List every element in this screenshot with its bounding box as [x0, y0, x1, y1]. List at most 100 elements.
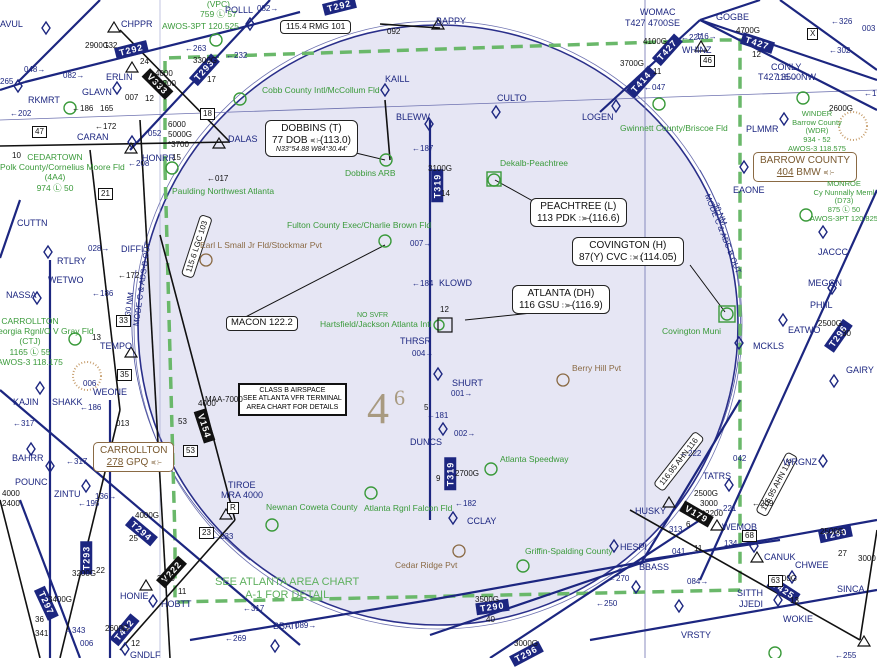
fix-label[interactable]: GAIRY	[846, 365, 874, 375]
fix-label[interactable]: MCKLS	[753, 341, 785, 351]
fix-label[interactable]: JJEDI	[739, 599, 764, 609]
fix-label[interactable]: DALAS	[228, 134, 258, 144]
airport-hartsfield[interactable]: Hartsfield/Jackson Atlanta Intl	[320, 319, 432, 329]
airport-covington-muni[interactable]: Covington Muni	[662, 326, 722, 336]
fix-label[interactable]: KAILL	[385, 74, 410, 84]
fix-label[interactable]: SHAKK	[52, 397, 83, 407]
fix-label[interactable]: SHURT	[452, 378, 483, 388]
fix-label[interactable]: EAONE	[733, 185, 765, 195]
ndb-box-barrow-county[interactable]: BARROW COUNTY 404 BMW ≡∷−	[753, 152, 857, 182]
airport-winder[interactable]: WINDER Barrow County (WDR) 934 - 52 AWOS…	[788, 109, 846, 153]
fix-label[interactable]: CHPPR	[121, 19, 153, 29]
fix-label[interactable]: KLOWD	[439, 278, 473, 288]
fix-label[interactable]: GOGBE	[716, 12, 750, 22]
altitude-label: 13	[790, 596, 799, 605]
fix-label[interactable]: CUTTN	[17, 218, 48, 228]
fix-label[interactable]: WHINZ	[682, 45, 712, 55]
fix-label[interactable]: JACCC	[818, 247, 849, 257]
airport-speedway[interactable]: Atlanta Speedway	[500, 454, 569, 464]
navaid-box-rmg[interactable]: 115.4 RMG 101	[280, 20, 352, 34]
fix-label[interactable]: HONRR	[142, 153, 175, 163]
airport-carrollton[interactable]: CARROLLTON West Georgia Rgnl/O V Gray Fl…	[0, 316, 94, 367]
fix-label[interactable]: CULTO	[497, 93, 527, 103]
altitude-label: 2600G	[829, 104, 854, 113]
fix-label[interactable]: TIROE	[228, 480, 256, 490]
fix-label[interactable]: MRA 4000	[221, 490, 264, 500]
fix-label[interactable]: WEMOB	[722, 522, 757, 532]
fix-label[interactable]: EATWO	[788, 325, 821, 335]
fix-label[interactable]: T427 4700SE	[625, 18, 681, 28]
airport-dekalb-peachtree[interactable]: Dekalb-Peachtree	[500, 158, 569, 168]
airport-monroe[interactable]: MONROE Cy Nunnally Meml (D73) 875 Ⓛ 50 A…	[810, 179, 877, 223]
fix-label[interactable]: VRSTY	[681, 630, 712, 640]
airport-newnan[interactable]: Newnan Coweta County	[266, 502, 358, 512]
fix-label[interactable]: HESPI	[620, 542, 648, 552]
fix-label[interactable]: WEONE	[93, 387, 128, 397]
fix-label[interactable]: GNDLF	[130, 650, 161, 660]
fix-label[interactable]: SINCA	[837, 584, 865, 594]
fix-label[interactable]: POLLL	[225, 5, 254, 15]
airport-vpc[interactable]: (VPC) 759 Ⓛ 57	[200, 0, 237, 20]
fix-label[interactable]: LOGEN	[582, 112, 614, 122]
fix-label[interactable]: WOKIE	[783, 614, 814, 624]
airport-private-berry-hill[interactable]: Berry Hill Pvt	[572, 363, 622, 373]
course-label: 313	[669, 525, 683, 534]
fix-label[interactable]: BAPPY	[436, 16, 467, 26]
fix-label[interactable]: BLEWW	[396, 112, 431, 122]
fix-label[interactable]: HUSKY	[635, 506, 667, 516]
fix-label[interactable]: PHIIL	[810, 300, 833, 310]
fix-label[interactable]: CANUK	[764, 552, 796, 562]
fix-label[interactable]: RTLRY	[57, 256, 87, 266]
fix-label[interactable]: CONLY	[771, 62, 802, 72]
airport-private-cedar-ridge[interactable]: Cedar Ridge Pvt	[395, 560, 458, 570]
fix-label[interactable]: THRSR	[400, 336, 431, 346]
fix-label[interactable]: WETWO	[48, 275, 84, 285]
airport-private-earl-small[interactable]: Earl L Small Jr Fld/Stockmar Pvt	[200, 240, 323, 250]
navaid-box-peachtree[interactable]: PEACHTREE (L) 113 PDK ∷≡−(116.6)	[530, 198, 627, 227]
fix-label[interactable]: DIFFI	[121, 244, 144, 254]
fix-label[interactable]: TATRS	[703, 471, 732, 481]
airport-falcon[interactable]: Atlanta Rgnl Falcon Fld	[364, 503, 453, 513]
fix-label[interactable]: HOBTT	[161, 599, 192, 609]
fix-label[interactable]: GLAVN	[82, 87, 112, 97]
airport-dobbins-arb[interactable]: Dobbins ARB	[345, 168, 396, 178]
frequency-box-macon[interactable]: MACON 122.2	[226, 316, 298, 331]
navaid-box-dobbins[interactable]: DOBBINS (T) 77 DOB ≡∷−(113.0) N33°54.88 …	[265, 120, 358, 158]
fix-label[interactable]: WOMAC	[640, 7, 676, 17]
navaid-box-covington[interactable]: COVINGTON (H) 87(Y) CVC ∷≡∷(114.05)	[572, 237, 684, 266]
fix-label[interactable]: SITTH	[737, 588, 763, 598]
fix-label[interactable]: CCLAY	[467, 516, 497, 526]
fix-label[interactable]: NASSA	[6, 290, 37, 300]
navaid-paren-freq: (113.0)	[320, 134, 351, 146]
fix-label[interactable]: RKMRT	[28, 95, 60, 105]
fix-label[interactable]: PLMMR	[746, 124, 779, 134]
fix-label[interactable]: POUNC	[15, 477, 48, 487]
fix-label[interactable]: KAJIN	[13, 397, 39, 407]
note-line: A-1 FOR DETAIL	[245, 589, 330, 602]
fix-label[interactable]: ERLIN	[106, 72, 133, 82]
airport-subname: Polk County/Cornelius Moore Fld	[0, 162, 125, 173]
fix-label[interactable]: MEGGN	[808, 278, 843, 288]
fix-label[interactable]: DUNCS	[410, 437, 443, 447]
fix-label[interactable]: ZINTU	[54, 489, 81, 499]
airport-gwinnett[interactable]: Gwinnett County/Briscoe Fld	[620, 123, 728, 133]
navaid-box-atlanta[interactable]: ATLANTA (DH) 116 GSU ∷≡−(116.9)	[512, 285, 610, 314]
airport-cedartown[interactable]: CEDARTOWN Polk County/Cornelius Moore Fl…	[0, 152, 125, 193]
airport-paulding[interactable]: Paulding Northwest Atlanta	[172, 186, 275, 196]
airport-fulton[interactable]: Fulton County Exec/Charlie Brown Fld	[287, 220, 432, 230]
fix-label[interactable]: BBASS	[639, 562, 670, 572]
airport-cobb[interactable]: Cobb County Intl/McCollum Fld	[262, 85, 380, 95]
fix-label[interactable]: CARAN	[77, 132, 109, 142]
fix-label[interactable]: HONIE	[120, 591, 149, 601]
ndb-box-carrollton[interactable]: CARROLLTON 278 GPQ ≡∷−	[93, 442, 175, 472]
course-label: ←269	[225, 634, 247, 643]
fix-label[interactable]: AVUL	[0, 19, 23, 29]
airport-griffin[interactable]: Griffin-Spalding County	[525, 546, 613, 556]
fix-label[interactable]: T427 3500NW	[758, 72, 817, 82]
fix-label[interactable]: BBAIT	[273, 621, 300, 631]
fix-label[interactable]: TEMPO	[100, 341, 133, 351]
fix-label[interactable]: BAHRR	[12, 453, 44, 463]
fix-label[interactable]: WRGNZ	[783, 457, 817, 467]
fix-label[interactable]: CHWEE	[795, 560, 829, 570]
